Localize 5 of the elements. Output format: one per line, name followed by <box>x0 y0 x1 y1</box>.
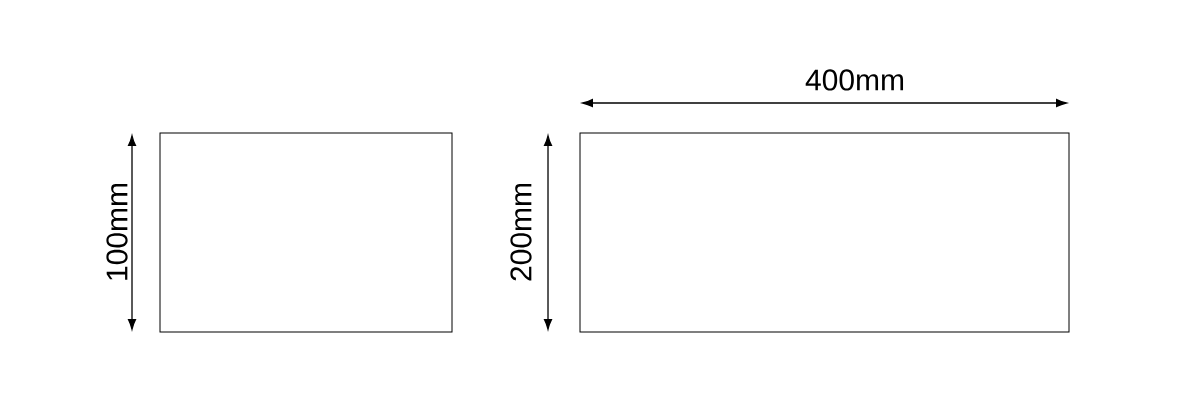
dimension-label: 100mm <box>106 184 128 280</box>
dimension-label: 400mm <box>805 69 904 91</box>
dimension-label: 200mm <box>510 184 532 281</box>
rectangle <box>159 132 453 333</box>
rectangle <box>579 132 1070 333</box>
